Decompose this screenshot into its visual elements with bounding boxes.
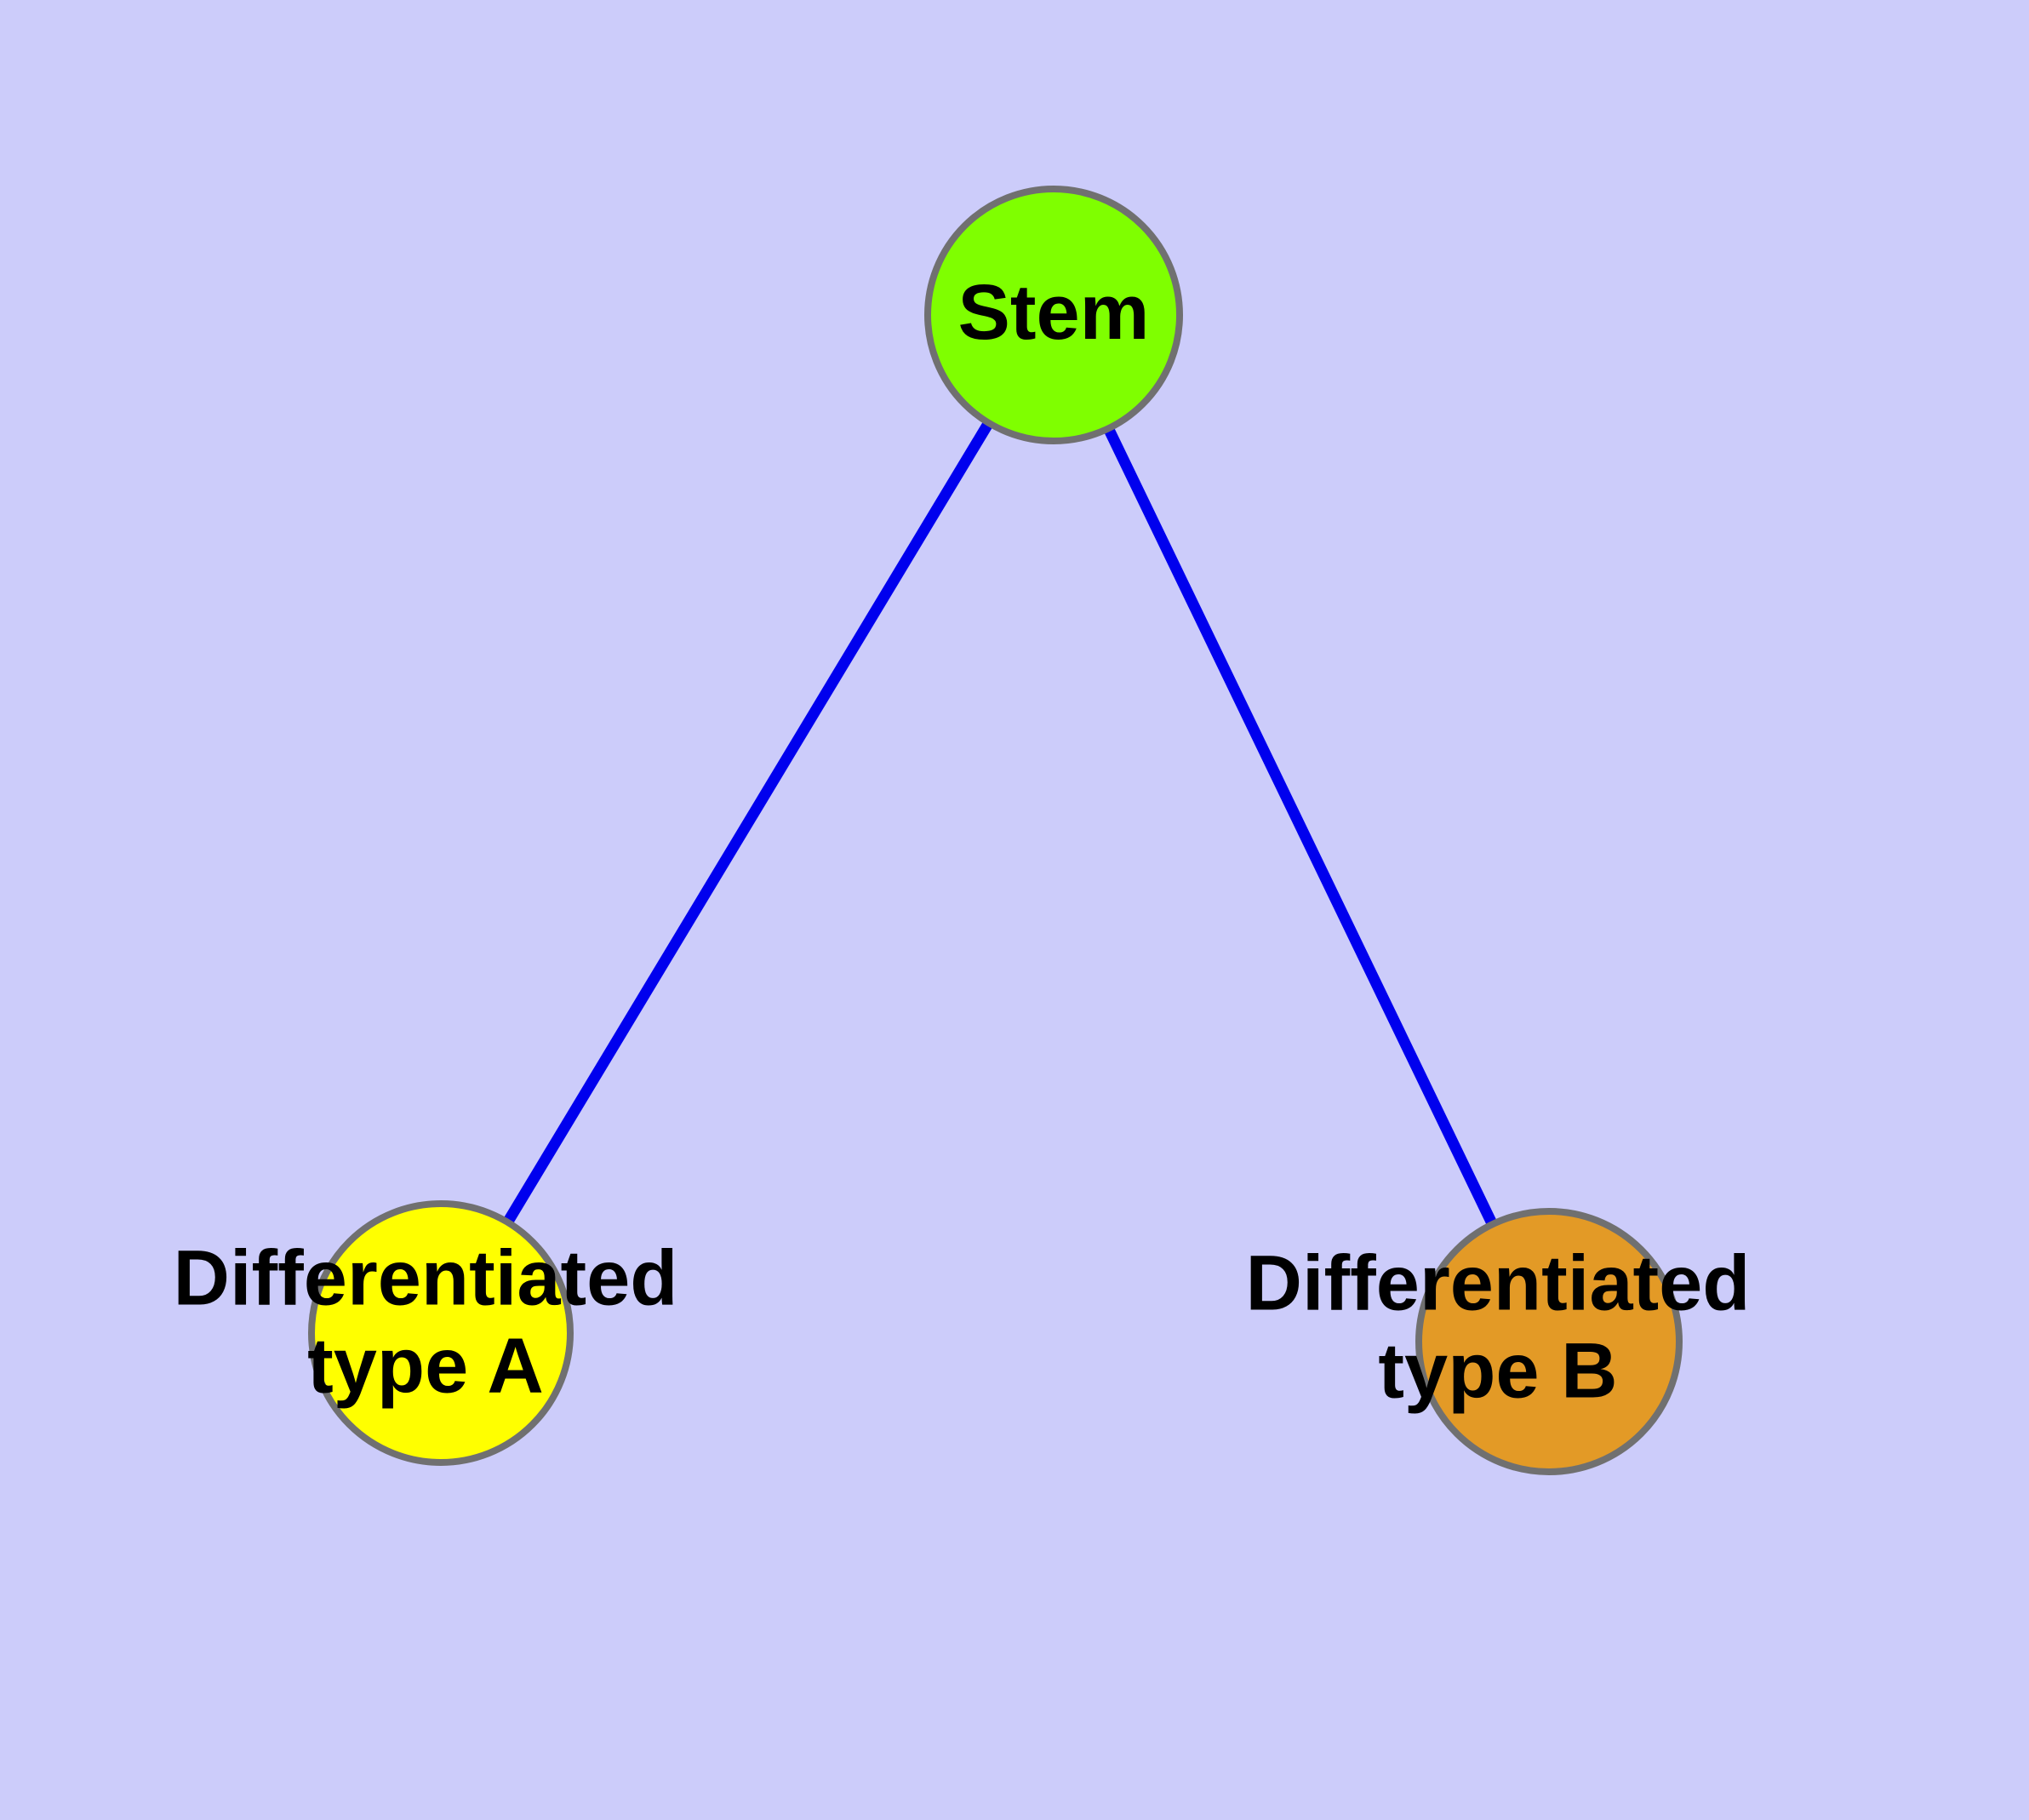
label-line: Stem xyxy=(958,269,1150,356)
label-line: Differentiated xyxy=(174,1235,678,1322)
edge-layer xyxy=(436,312,1554,1344)
node-stem-circle[interactable] xyxy=(924,186,1183,444)
node-stem-label: Stem xyxy=(958,269,1150,356)
node-differentiated-type-a[interactable] xyxy=(308,1200,574,1466)
node-layer xyxy=(308,186,1683,1475)
node-differentiated-type-b-circle[interactable] xyxy=(1415,1208,1683,1475)
node-differentiated-type-a-circle[interactable] xyxy=(308,1200,574,1466)
edge-stem-to-diff-b[interactable] xyxy=(1049,312,1554,1344)
node-stem[interactable] xyxy=(924,186,1183,444)
label-line: type A xyxy=(307,1323,544,1410)
label-line: type B xyxy=(1378,1328,1617,1415)
node-differentiated-type-b[interactable] xyxy=(1415,1208,1683,1475)
label-line: Differentiated xyxy=(1246,1240,1751,1327)
edge-stem-to-diff-a[interactable] xyxy=(436,312,1059,1336)
